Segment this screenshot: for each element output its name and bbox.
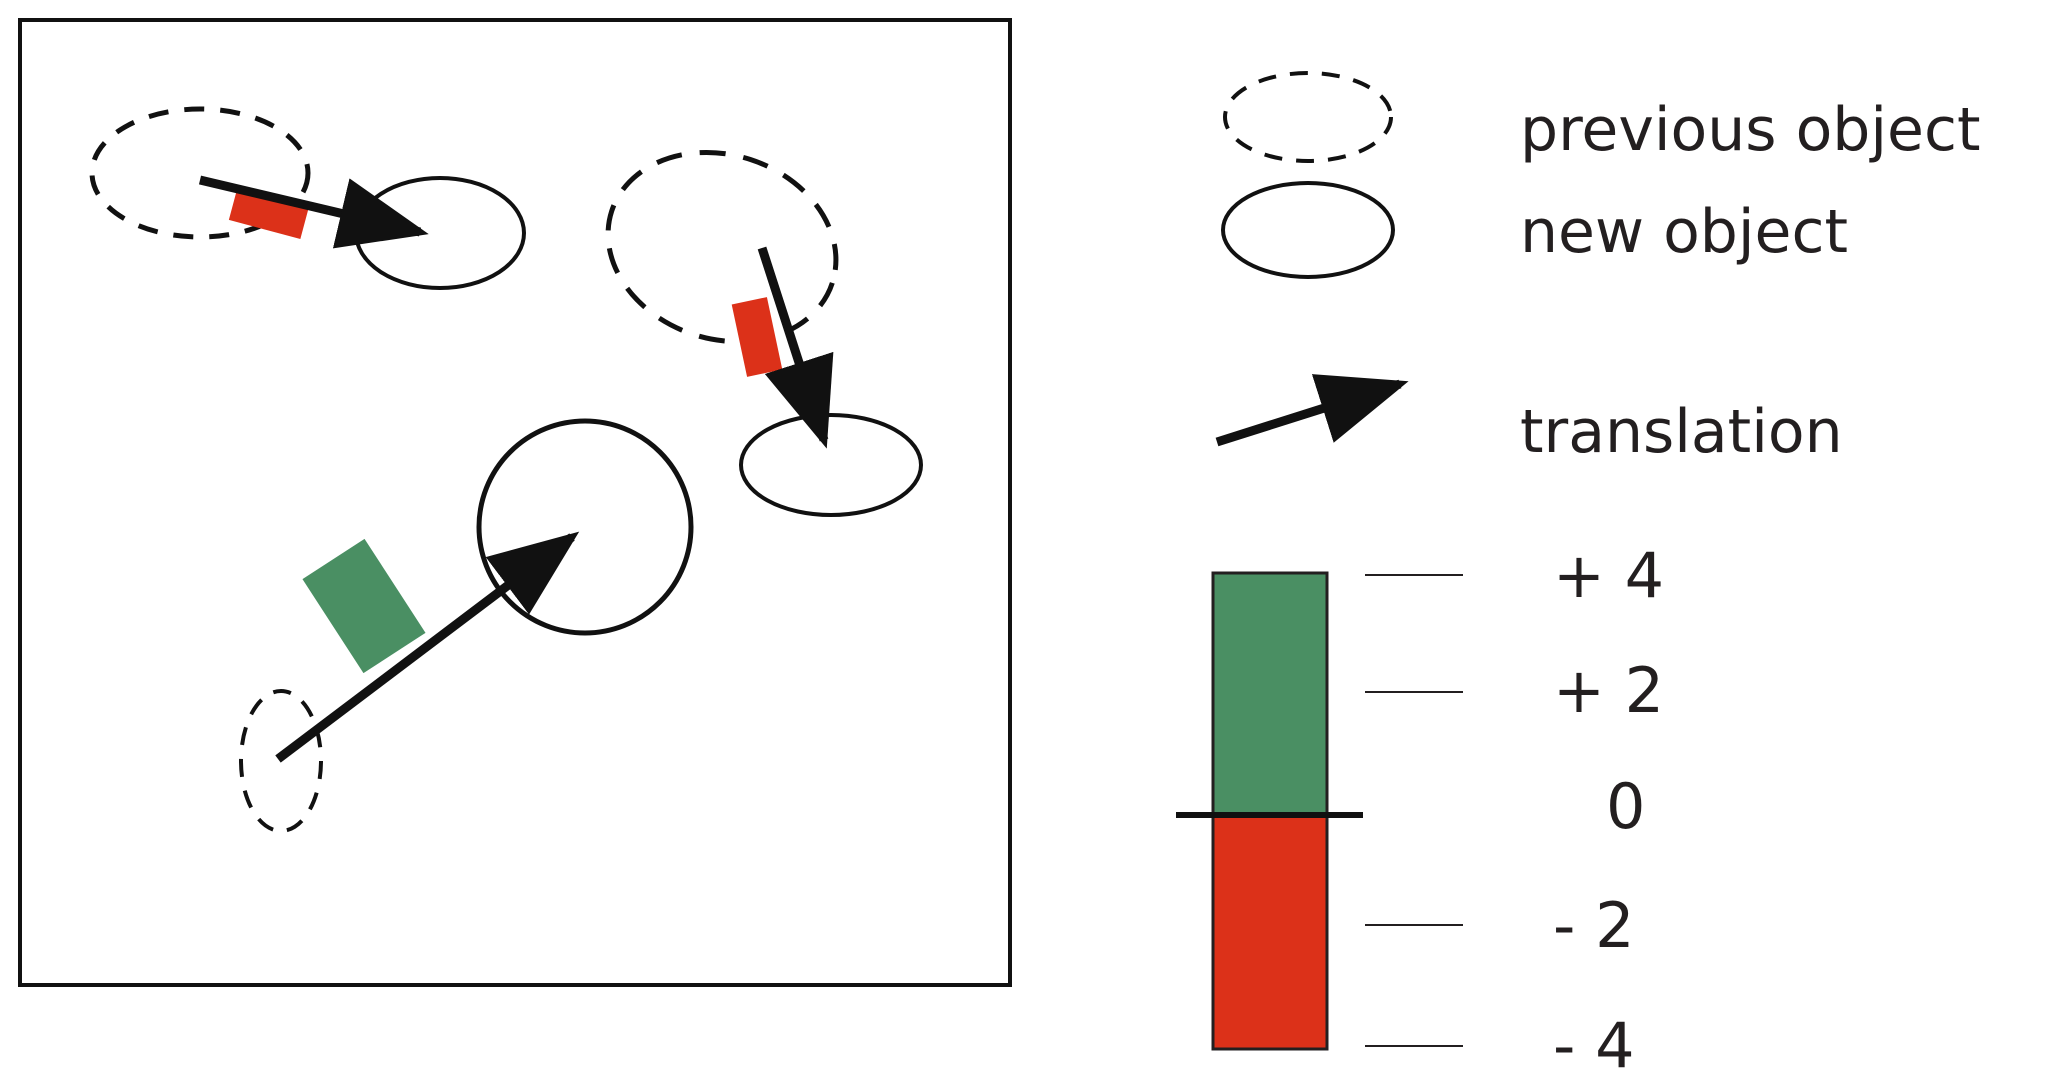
panel-frame — [18, 18, 1012, 987]
scale-positive-bar — [1213, 573, 1327, 813]
object-group-top-right — [605, 149, 923, 517]
legend-new-object-label: new object — [1520, 197, 1848, 267]
translation-arrow — [198, 175, 429, 249]
previous-object-ellipse — [239, 689, 323, 833]
change-bar-negative — [731, 297, 783, 377]
previous-object-ellipse — [605, 149, 839, 345]
legend-previous-object-label: previous object — [1520, 95, 1981, 165]
scale-outline — [1211, 571, 1329, 1051]
scale-label-minus-2: - 2 — [1553, 889, 1635, 962]
legend-translation-label: translation — [1520, 397, 1843, 467]
legend-translation-arrow — [1215, 374, 1409, 447]
object-group-top-left — [89, 106, 526, 290]
new-object-ellipse — [739, 413, 923, 517]
change-scale: + 4 + 2 0 - 2 - 4 — [1176, 539, 1664, 1082]
new-object-ellipse — [354, 176, 526, 290]
legend-previous-object-symbol — [1223, 71, 1393, 163]
legend-new-object-symbol — [1221, 181, 1395, 279]
scale-label-plus-2: + 2 — [1553, 654, 1664, 727]
translation-arrow — [275, 531, 580, 763]
scale-label-plus-4: + 4 — [1553, 539, 1664, 612]
scale-label-zero: 0 — [1606, 770, 1645, 843]
new-object-ellipse — [476, 418, 694, 636]
change-bar-negative — [228, 187, 310, 239]
legend: previous object new object translation — [1215, 71, 1981, 467]
object-group-lower-left — [239, 418, 694, 833]
translation-arrow — [757, 246, 834, 449]
scale-label-minus-4: - 4 — [1553, 1009, 1635, 1082]
scale-negative-bar — [1213, 813, 1327, 1049]
previous-object-ellipse — [89, 106, 311, 240]
change-bar-positive — [302, 538, 426, 674]
